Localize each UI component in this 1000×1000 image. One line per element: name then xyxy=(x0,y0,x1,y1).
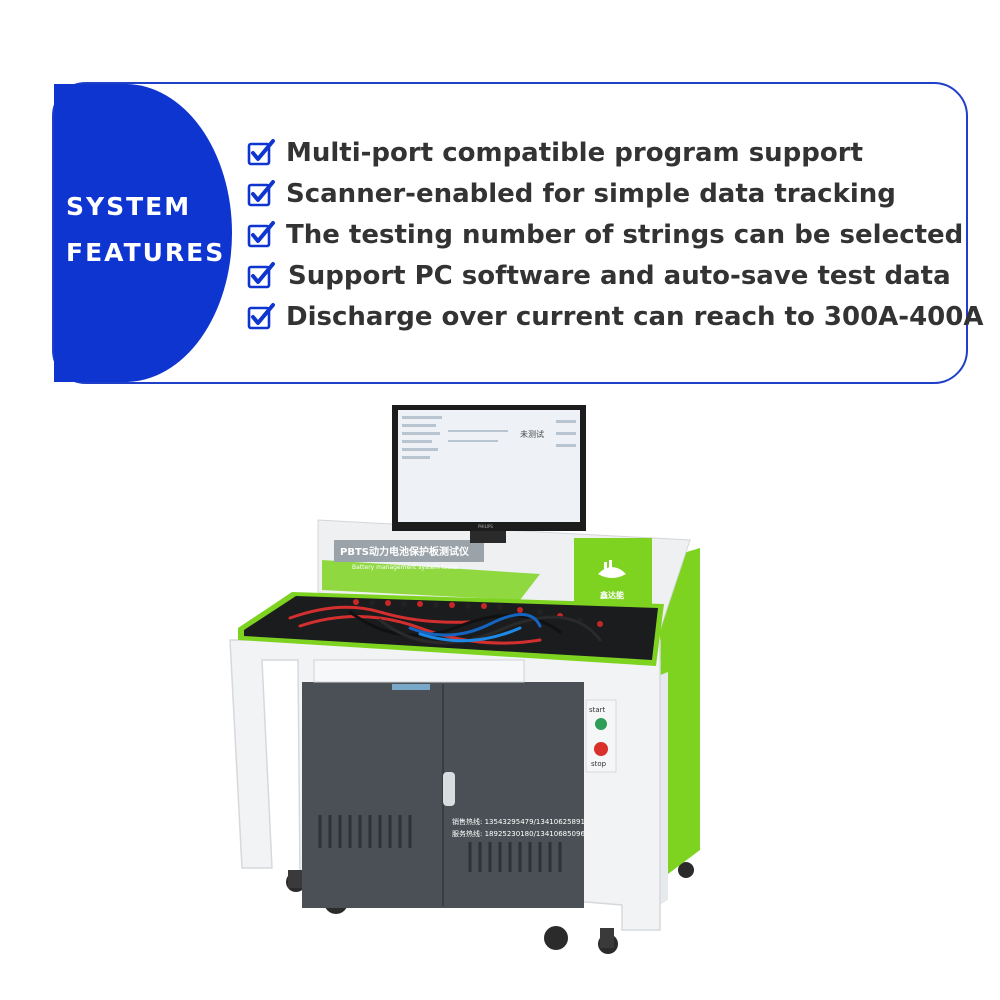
banner-title-line2: FEATURES xyxy=(66,238,226,267)
screen-ui-lines xyxy=(402,416,576,459)
screen-status: 未测试 xyxy=(520,429,544,439)
feature-text: The testing number of strings can be sel… xyxy=(286,219,964,250)
door-vents xyxy=(318,815,562,872)
banner-title-line1: SYSTEM xyxy=(66,192,192,221)
keyboard-drawer xyxy=(313,659,525,683)
console-title-plate xyxy=(334,540,484,562)
feature-list: Multi-port compatible program support Sc… xyxy=(246,132,983,337)
feature-text: Multi-port compatible program support xyxy=(286,137,864,168)
feature-item: Discharge over current can reach to 300A… xyxy=(246,296,983,337)
test-cables xyxy=(288,605,602,645)
checkbox-check-icon xyxy=(247,220,275,247)
checkbox-check-icon xyxy=(247,302,275,329)
battery-tester-machine: 销售热线: 13543295479/13410625891 服务热线: 1892… xyxy=(229,405,700,954)
leveling-feet xyxy=(288,870,614,948)
feature-item: Scanner-enabled for simple data tracking xyxy=(246,173,983,214)
checkbox-check-icon xyxy=(247,179,275,206)
feature-text: Scanner-enabled for simple data tracking xyxy=(286,178,896,209)
console-green-stripe xyxy=(322,560,540,600)
monitor-brand: PHILIPS xyxy=(478,524,493,529)
checkbox-check-icon xyxy=(247,138,275,165)
drawer-label xyxy=(392,684,430,690)
feature-item: The testing number of strings can be sel… xyxy=(246,214,983,255)
monitor-screen xyxy=(398,410,580,522)
start-button[interactable] xyxy=(595,718,607,730)
start-label: start xyxy=(589,706,606,714)
control-panel xyxy=(585,699,617,773)
hotline-sales: 销售热线: 13543295479/13410625891 xyxy=(452,817,585,826)
checkbox-check-icon xyxy=(247,261,275,288)
feature-item: Support PC software and auto-save test d… xyxy=(246,255,983,296)
stop-button[interactable] xyxy=(594,742,608,756)
monitor-stand xyxy=(470,531,506,543)
brand-logo-icon xyxy=(598,560,626,578)
hotline-service: 服务热线: 18925230180/13410685096 xyxy=(452,829,585,838)
stop-label: stop xyxy=(591,760,607,768)
side-panel-green xyxy=(660,548,700,880)
terminal-posts xyxy=(353,599,603,627)
brand-name: 鑫达能 xyxy=(599,590,624,600)
panel-subtitle: Battery management system tester xyxy=(352,564,460,571)
door-handle xyxy=(443,772,455,806)
feature-text: Discharge over current can reach to 300A… xyxy=(286,301,984,332)
system-features-banner: SYSTEM FEATURES Multi-port compatible pr… xyxy=(52,82,983,384)
feature-text: Support PC software and auto-save test d… xyxy=(288,260,951,291)
banner-title: SYSTEM FEATURES xyxy=(66,184,225,276)
banner-tab: SYSTEM FEATURES xyxy=(54,84,232,382)
panel-title: PBTS动力电池保护板测试仪 xyxy=(340,545,470,558)
feature-item: Multi-port compatible program support xyxy=(246,132,983,173)
